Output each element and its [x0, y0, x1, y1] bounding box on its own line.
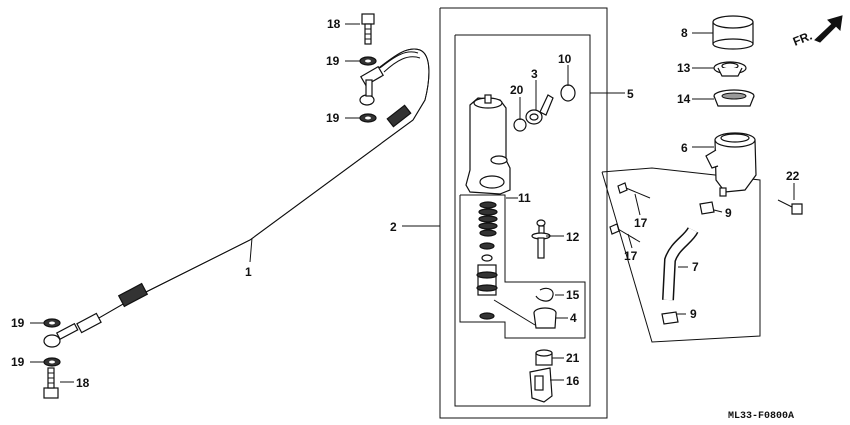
callout-10: 10 — [558, 52, 572, 66]
callout-9-upper: 9 — [725, 206, 732, 220]
callout-19-a: 19 — [326, 54, 340, 68]
diagram-code: ML33-F0800A — [728, 411, 794, 422]
piston-kit — [476, 201, 498, 320]
callout-17-upper: 17 — [634, 216, 648, 230]
callout-14: 14 — [677, 92, 691, 106]
front-direction-label: FR. — [791, 29, 814, 49]
callout-18-upper: 18 — [327, 17, 341, 31]
callout-15: 15 — [566, 288, 580, 302]
assembly-2-outline — [439, 7, 608, 419]
banjo-bolt-upper — [361, 13, 375, 45]
kit-11-outline — [459, 194, 586, 339]
callout-18-lower: 18 — [76, 376, 90, 390]
callout-12: 12 — [566, 230, 580, 244]
callout-19-d: 19 — [11, 355, 25, 369]
callout-6: 6 — [681, 141, 688, 155]
assembly-5-outline — [454, 34, 591, 407]
reservoir-group-outline — [601, 167, 761, 343]
callout-1: 1 — [245, 265, 252, 279]
callout-5: 5 — [627, 87, 634, 101]
mounting-bolt-upper — [617, 182, 651, 199]
callout-16: 16 — [566, 374, 580, 388]
reservoir-hose — [662, 226, 699, 301]
brake-hose — [43, 48, 430, 348]
reservoir-plate — [713, 61, 747, 77]
leader-lines — [30, 23, 795, 383]
callout-4: 4 — [570, 311, 577, 325]
push-rod-joint — [529, 367, 553, 403]
reservoir-bolt — [777, 199, 803, 215]
reservoir-diaphragm — [713, 89, 755, 107]
mounting-bolt-lower — [609, 223, 641, 243]
callout-labels: 1 2 3 4 5 6 7 8 9 9 10 11 12 13 14 15 16… — [11, 17, 800, 390]
joint-nut — [535, 349, 553, 366]
callout-20: 20 — [510, 83, 524, 97]
callout-2: 2 — [390, 220, 397, 234]
callout-8: 8 — [681, 26, 688, 40]
callout-7: 7 — [692, 260, 699, 274]
master-cylinder-body — [465, 94, 511, 195]
callout-13: 13 — [677, 61, 691, 75]
hose-clip-upper — [699, 201, 715, 215]
boot — [533, 307, 557, 329]
reservoir-tank — [705, 132, 757, 197]
o-ring — [513, 118, 527, 132]
callout-21: 21 — [566, 351, 580, 365]
banjo-bolt-lower — [43, 367, 59, 399]
callout-22: 22 — [786, 169, 800, 183]
callout-19-c: 19 — [11, 316, 25, 330]
callout-9-lower: 9 — [690, 307, 697, 321]
circlip — [535, 287, 554, 302]
hose-clip-lower — [661, 311, 679, 325]
push-rod — [531, 219, 551, 259]
front-direction-arrow-icon — [814, 15, 843, 43]
reservoir-cap — [712, 15, 754, 50]
callout-11: 11 — [518, 191, 531, 205]
inlet-joint — [525, 94, 554, 125]
cap-washer — [560, 84, 576, 102]
callout-19-b: 19 — [326, 111, 340, 125]
callout-17-lower: 17 — [624, 249, 638, 263]
callout-3: 3 — [531, 67, 538, 81]
